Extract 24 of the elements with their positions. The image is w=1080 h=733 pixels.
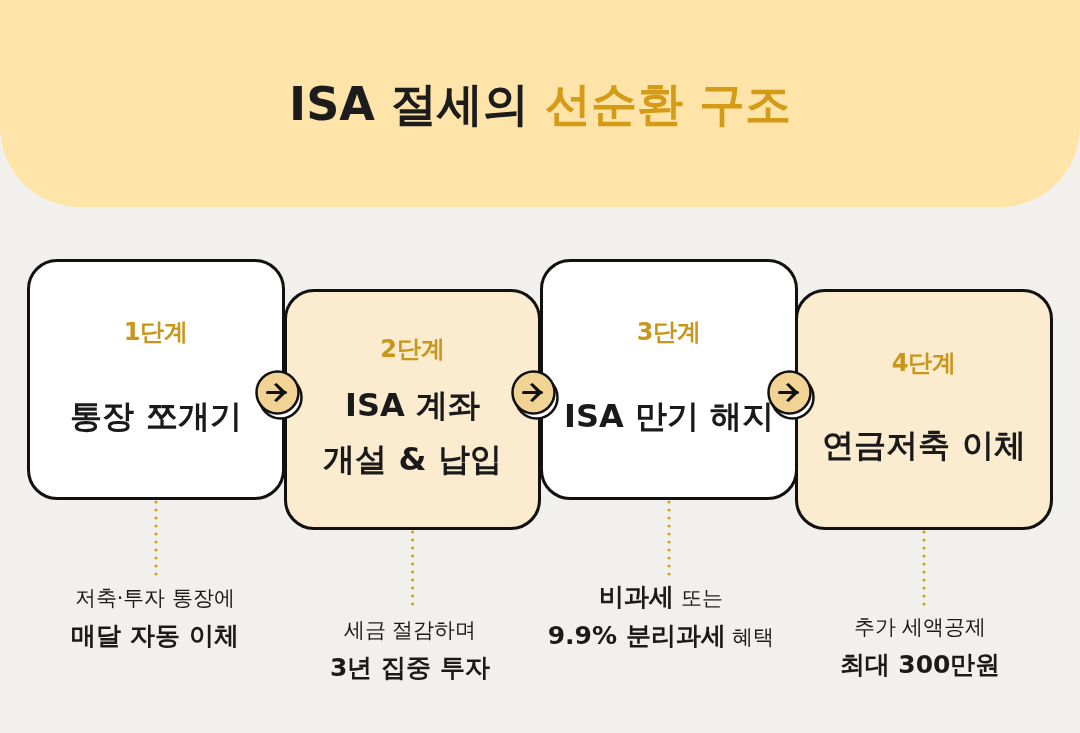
note-text: 최대 300만원 xyxy=(839,649,1001,681)
note-text: 비과세 또는 xyxy=(598,581,724,613)
step-label: 4단계 xyxy=(891,347,957,378)
step-title: 통장 쪼개기 xyxy=(70,395,242,437)
step-title: 연금저축 이체 xyxy=(822,424,1026,466)
leader-line xyxy=(922,530,926,607)
step-title: ISA 만기 해지 xyxy=(564,395,774,437)
step-label: 3단계 xyxy=(636,316,702,347)
note-text: 세금 절감하며 xyxy=(342,617,478,644)
step-label: 1단계 xyxy=(123,316,189,347)
step-box xyxy=(27,259,285,500)
step-box xyxy=(284,289,541,530)
title: ISA 절세의 선순환 구조 xyxy=(289,75,791,133)
step-box xyxy=(540,259,798,500)
note-text: 매달 자동 이체 xyxy=(71,620,239,652)
note-text: 추가 세액공제 xyxy=(852,614,988,641)
note-text: 9.9% 분리과세 혜택 xyxy=(547,620,775,652)
leader-line xyxy=(154,500,158,578)
step-label: 2단계 xyxy=(380,333,445,364)
step-box xyxy=(795,289,1053,530)
step-title: ISA 계좌 개설 & 납입 xyxy=(322,384,503,480)
leader-line xyxy=(667,500,671,577)
note-text: 3년 집중 투자 xyxy=(330,652,490,684)
note-text: 저축·투자 통장에 xyxy=(73,585,237,612)
